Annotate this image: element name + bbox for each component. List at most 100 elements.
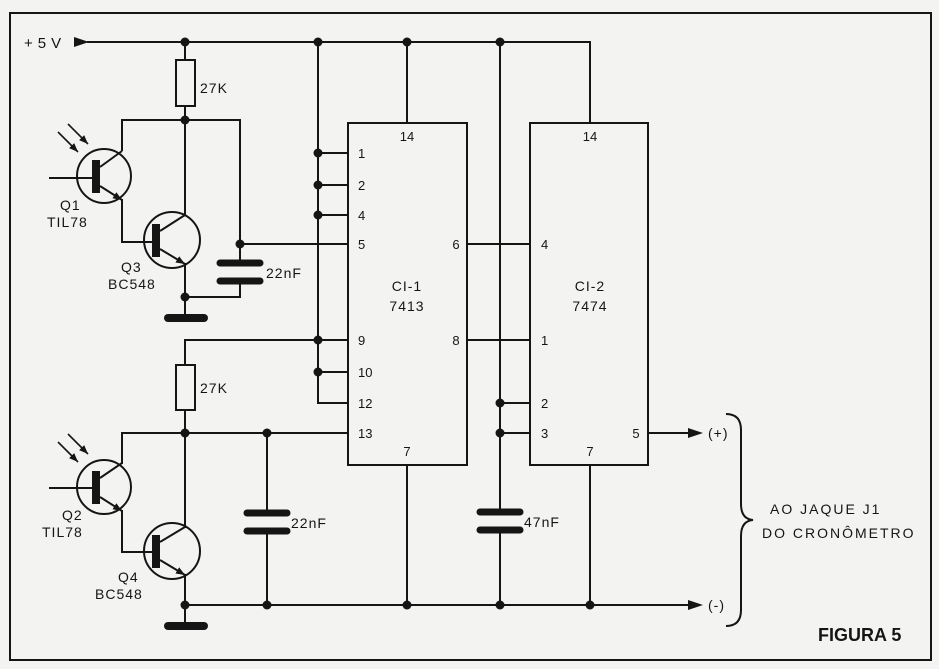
supply-arrow: [74, 37, 89, 47]
wire-base-inputs: [49, 177, 93, 489]
transistor-q2-base: [92, 471, 100, 504]
transistor-q2-body: [76, 459, 132, 515]
ic-ci1-pin: 5: [358, 237, 365, 252]
ic-ci1-pin: 8: [452, 333, 459, 348]
ic-ci1-pin: 1: [358, 146, 365, 161]
resistor-r2-body: [175, 364, 196, 411]
ic-ci2-part: 7474: [572, 298, 607, 314]
junction-dot: [402, 600, 412, 610]
wire-net-5v: [87, 41, 591, 513]
capacitor-c2: 22nF: [243, 509, 327, 535]
transistor-q1-body: [76, 148, 132, 204]
transistor-q2-part: TIL78: [42, 524, 83, 540]
transistor-q3-emitter: [159, 248, 186, 265]
junction-dot: [585, 600, 595, 610]
connector-note-line1: AO JAQUE J1: [770, 501, 881, 517]
junction-dot: [495, 398, 505, 408]
ic-ci2-pin: 3: [541, 426, 548, 441]
transistor-q4-body: [143, 522, 201, 580]
junction-dot: [180, 115, 190, 125]
transistor-q2-collector: [99, 462, 123, 479]
transistor-q3-ref: Q3: [121, 259, 142, 275]
transistor-q3-part: BC548: [108, 276, 156, 292]
wire-q2-q4-link: [121, 510, 153, 553]
junction-dot: [180, 428, 190, 438]
transistor-q1-ref: Q1: [60, 197, 81, 213]
resistor-r1-value: 27K: [200, 80, 228, 96]
transistor-q1-part: TIL78: [47, 214, 88, 230]
connector-note-line2: DO CRONÔMETRO: [762, 525, 916, 541]
ic-ci2-pin: 7: [586, 444, 593, 459]
ic-ci2-pin: 1: [541, 333, 548, 348]
transistor-q4-collector: [159, 526, 186, 543]
junction-dot: [180, 37, 190, 47]
junction-dot: [495, 600, 505, 610]
wire-q1-q3-link: [121, 199, 153, 243]
junction-dot: [180, 600, 190, 610]
output-brace: [725, 413, 754, 627]
junction-dot: [180, 292, 190, 302]
ic-ci1-body: [347, 122, 468, 466]
ic-ci2: CI-2 7474 14 7 4 1 2 3 5: [529, 122, 649, 466]
capacitor-c3-value: 47nF: [524, 514, 560, 530]
junction-dot: [262, 428, 272, 438]
transistor-q4: Q4 BC548: [95, 522, 201, 602]
transistor-q2: Q2 TIL78: [42, 433, 132, 540]
ic-ci2-ref: CI-2: [575, 278, 605, 294]
transistor-q4-ref: Q4: [118, 569, 139, 585]
ic-ci2-pin: 2: [541, 396, 548, 411]
junction-dot: [262, 600, 272, 610]
capacitor-c1: 22nF: [216, 259, 302, 285]
light-ray-icon: [67, 433, 89, 455]
figure-frame: [9, 12, 932, 661]
light-ray-icon: [57, 131, 79, 153]
ic-ci2-pin: 14: [583, 129, 597, 144]
ic-ci1-pin: 4: [358, 208, 365, 223]
ic-ci1: CI-1 7413 14 7 1 2 4 5 9 10 12 13 6 8: [347, 122, 468, 466]
light-ray-icon: [57, 441, 79, 463]
transistor-q1-collector: [99, 150, 123, 168]
ic-ci2-pin: 5: [632, 426, 639, 441]
transistor-q3: Q3 BC548: [108, 211, 201, 292]
transistor-q1-emitter: [99, 185, 123, 201]
ic-ci1-pin: 9: [358, 333, 365, 348]
junction-dot: [313, 335, 323, 345]
junction-dot: [313, 180, 323, 190]
wire-net-input-b: [121, 409, 349, 528]
transistor-q1: Q1 TIL78: [47, 123, 132, 230]
wire-net-ground-top: [184, 263, 241, 319]
junction-dots: [180, 37, 595, 610]
supply-label: +5V: [24, 35, 66, 52]
ic-ci1-pin: 12: [358, 396, 372, 411]
output-positive-label: (+): [708, 425, 729, 441]
output-negative-arrow: [688, 600, 703, 610]
transistor-q4-part: BC548: [95, 586, 143, 602]
output-positive-arrow: [688, 428, 703, 438]
ic-ci2-pin: 4: [541, 237, 548, 252]
ic-ci1-pin: 7: [403, 444, 410, 459]
ic-ci1-pin: 13: [358, 426, 372, 441]
junction-dot: [235, 239, 245, 249]
capacitor-c2-value: 22nF: [291, 515, 327, 531]
resistor-r2: 27K: [175, 364, 228, 411]
junction-dot: [495, 428, 505, 438]
capacitor-c1-value: 22nF: [266, 265, 302, 281]
ic-ci1-pin: 10: [358, 365, 372, 380]
transistor-q4-base: [152, 535, 160, 568]
transistor-q4-emitter: [159, 559, 186, 576]
ic-ci1-ref: CI-1: [392, 278, 422, 294]
ic-ci1-pin: 14: [400, 129, 414, 144]
resistor-r2-value: 27K: [200, 380, 228, 396]
transistor-q3-collector: [159, 214, 186, 232]
transistor-q3-body: [143, 211, 201, 269]
junction-dot: [313, 367, 323, 377]
ic-ci1-part: 7413: [389, 298, 424, 314]
junction-dot: [313, 148, 323, 158]
junction-dot: [495, 37, 505, 47]
ic-ci2-body: [529, 122, 649, 466]
ic-ci1-pin: 6: [452, 237, 459, 252]
transistor-q1-base: [92, 160, 100, 193]
transistor-q2-emitter: [99, 496, 123, 512]
output-negative-label: (-): [708, 597, 725, 613]
